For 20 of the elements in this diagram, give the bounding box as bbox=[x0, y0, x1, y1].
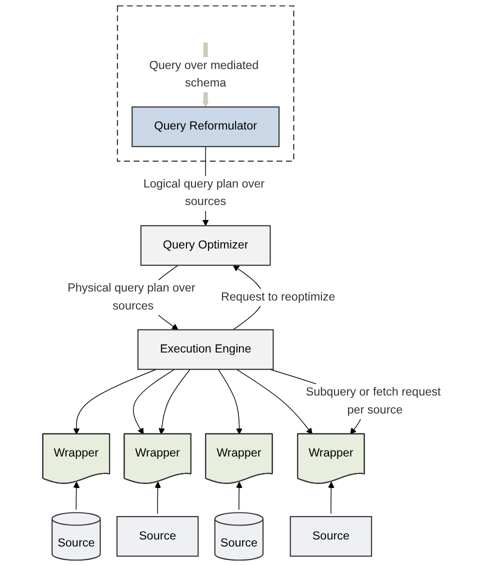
arrow bbox=[73, 482, 80, 510]
edge-label: Query over mediated schema bbox=[149, 59, 259, 90]
node-box: Source bbox=[290, 516, 372, 557]
node-box: Query Optimizer bbox=[140, 225, 271, 266]
arrow bbox=[236, 368, 313, 434]
cluster bbox=[116, 5, 294, 162]
edge-label: Subquery or fetch request per source bbox=[306, 386, 441, 416]
arrow bbox=[158, 368, 190, 434]
edge-label: Physical query plan over sources bbox=[68, 282, 196, 312]
arrow bbox=[328, 482, 334, 514]
edge-label: Logical query plan over sources bbox=[143, 178, 265, 208]
node-box: Source bbox=[116, 516, 199, 557]
node-box: Query Reformulator bbox=[132, 106, 280, 148]
edge-label: Request to reoptimize bbox=[221, 290, 336, 304]
arrow bbox=[73, 368, 157, 434]
arrow bbox=[133, 368, 175, 434]
arrow bbox=[236, 482, 242, 510]
arrow bbox=[154, 482, 161, 514]
arrow bbox=[218, 368, 242, 434]
node-box: Execution Engine bbox=[137, 329, 274, 370]
